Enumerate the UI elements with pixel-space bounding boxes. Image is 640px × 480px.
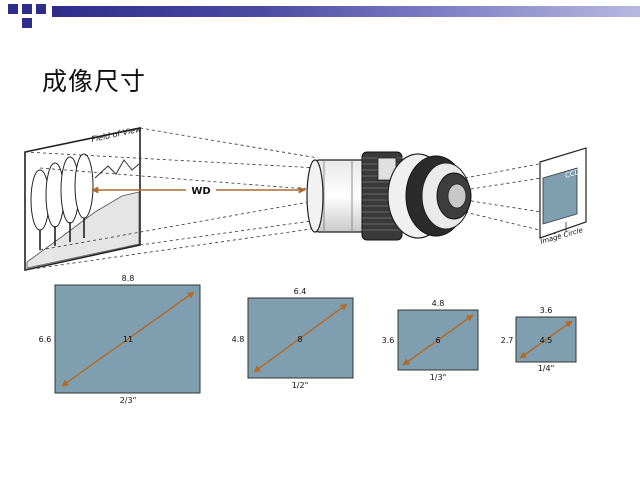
sensor-width: 3.6 bbox=[540, 306, 553, 315]
sensor-format-1-2: 8 6.4 4.8 1/2" bbox=[232, 287, 354, 390]
ccd-sensor-illustration: CCD Image Circle bbox=[539, 147, 587, 246]
sensor-height: 2.7 bbox=[501, 336, 514, 345]
sensor-diagonal: 11 bbox=[123, 335, 133, 344]
sensor-format-1-4: 4.5 3.6 2.7 1/4" bbox=[501, 306, 577, 373]
sensor-format: 1/4" bbox=[538, 364, 555, 373]
sensor-diagonal: 6 bbox=[435, 336, 440, 345]
lens-illustration bbox=[306, 151, 472, 241]
sensor-diagonal: 4.5 bbox=[540, 336, 553, 345]
sensor-width: 6.4 bbox=[294, 287, 307, 296]
sensor-format-2-3: 11 8.8 6.6 2/3" bbox=[39, 274, 201, 405]
field-of-view-panel: Field of View bbox=[24, 124, 143, 271]
header-squares bbox=[8, 4, 46, 28]
sensor-format: 2/3" bbox=[120, 396, 137, 405]
header-bar bbox=[52, 6, 640, 17]
sensor-format-1-3: 6 4.8 3.6 1/3" bbox=[382, 299, 479, 382]
sensor-width: 4.8 bbox=[432, 299, 445, 308]
sensor-format: 1/2" bbox=[292, 381, 309, 390]
sensor-height: 4.8 bbox=[232, 335, 245, 344]
sensor-height: 6.6 bbox=[39, 335, 52, 344]
wd-label: WD bbox=[191, 186, 210, 197]
sensor-diagonal: 8 bbox=[297, 335, 302, 344]
working-distance: WD bbox=[91, 183, 306, 197]
sensor-width: 8.8 bbox=[122, 274, 135, 283]
page-title: 成像尺寸 bbox=[42, 67, 147, 96]
sensor-format: 1/3" bbox=[430, 373, 447, 382]
sensor-height: 3.6 bbox=[382, 336, 395, 345]
